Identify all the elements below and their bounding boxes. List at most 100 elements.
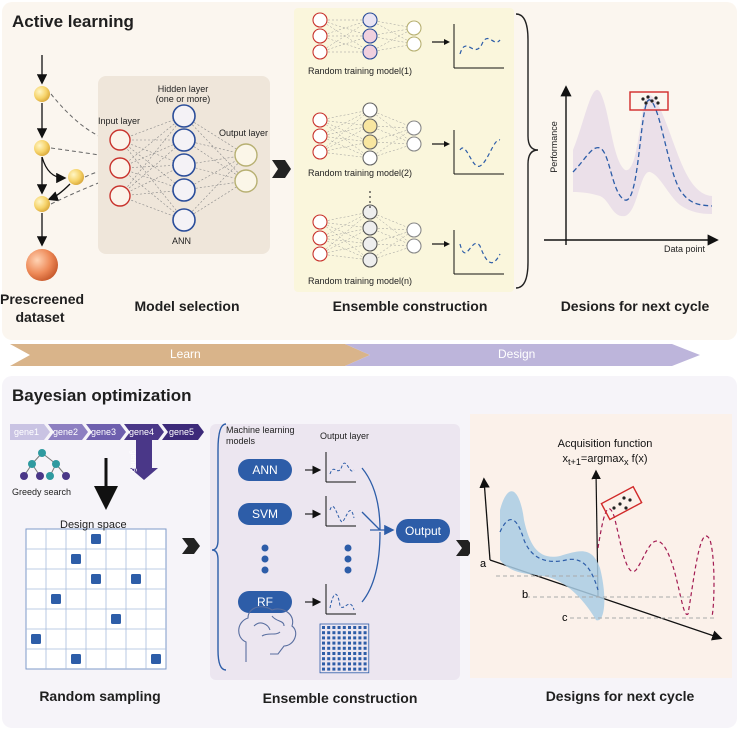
acquisition-curve bbox=[597, 508, 715, 617]
axis-b-label: b bbox=[522, 589, 529, 601]
axis-c-label: c bbox=[562, 612, 568, 624]
output-pill bbox=[396, 519, 450, 543]
sampled-point bbox=[31, 634, 41, 644]
gene2-label: gene2 bbox=[53, 427, 79, 437]
dataset-final-node bbox=[26, 249, 58, 281]
performance-axis-label: Performance bbox=[549, 121, 559, 173]
ml-output-layer-label: Output layer bbox=[320, 431, 370, 441]
bayes-ensemble-caption: Ensemble construction bbox=[262, 690, 418, 706]
ensemble-input-neuron bbox=[312, 214, 328, 230]
hidden-neuron bbox=[172, 153, 196, 177]
data-point-axis-label: Data point bbox=[664, 244, 706, 254]
active-learning-graphics bbox=[26, 8, 719, 292]
acq-selected-region bbox=[600, 485, 643, 521]
ensemble-output-neuron bbox=[406, 238, 422, 254]
sampled-point bbox=[71, 554, 81, 564]
decisions-caption: Desions for next cycle bbox=[560, 298, 710, 314]
ensemble-networks bbox=[312, 12, 504, 275]
rf-model-pill bbox=[238, 591, 292, 613]
flow-chevron-2 bbox=[182, 538, 200, 554]
ann-output-plot bbox=[325, 452, 356, 483]
svm-model-label: SVM bbox=[251, 507, 278, 521]
input-neuron bbox=[109, 157, 131, 179]
hidden-neuron bbox=[172, 128, 196, 152]
gene-chain bbox=[10, 424, 204, 480]
ensemble-input-neuron bbox=[312, 12, 328, 28]
output-neuron bbox=[234, 143, 258, 167]
ensemble-hidden-neuron bbox=[362, 204, 378, 220]
ensemble-construction-caption: Ensemble construction bbox=[332, 298, 488, 314]
gene4-label: gene4 bbox=[129, 427, 155, 437]
ensemble-hidden-neuron bbox=[362, 118, 378, 134]
ensemble-hidden-neuron bbox=[362, 102, 378, 118]
rf-output-plot bbox=[325, 584, 356, 615]
ensemble-hidden-neuron bbox=[362, 134, 378, 150]
flow-chevron-3 bbox=[456, 540, 474, 556]
ensemble-output-neuron bbox=[406, 36, 422, 52]
ensemble-hidden-neuron bbox=[362, 252, 378, 268]
hidden-neuron bbox=[172, 208, 196, 232]
learn-design-banner bbox=[10, 344, 700, 366]
bayesian-graphics bbox=[10, 414, 732, 680]
acquisition-formula: xt+1=argmaxx f(x) bbox=[562, 453, 648, 468]
input-layer-label: Input layer bbox=[98, 116, 141, 126]
ensemble-input-neuron bbox=[312, 128, 328, 144]
prescreened-dataset-caption: Prescreened dataset bbox=[0, 291, 85, 325]
input-neuron bbox=[109, 129, 131, 151]
ml-models-label: Machine learning models bbox=[226, 425, 295, 446]
dataset-node bbox=[68, 169, 84, 185]
ensemble-input-neuron bbox=[312, 246, 328, 262]
gene1-label: gene1 bbox=[14, 427, 40, 437]
sampled-point bbox=[71, 654, 81, 664]
gene6-label: gene6 bbox=[129, 450, 138, 473]
hidden-neuron bbox=[172, 178, 196, 202]
ensemble-output-neuron bbox=[406, 20, 422, 36]
greedy-search-label: Greedy search bbox=[12, 487, 72, 497]
ensemble-hidden-neuron bbox=[362, 28, 378, 44]
design-space-label: Design space bbox=[60, 519, 127, 531]
hidden-layer-label: Hidden layer (one or more) bbox=[155, 84, 211, 104]
gene6-down-arrow bbox=[130, 440, 158, 480]
performance-axis-label-wrap: Performance bbox=[548, 108, 562, 188]
ann-network bbox=[109, 104, 258, 232]
ensemble-input-neuron bbox=[312, 230, 328, 246]
svm-model-pill bbox=[238, 503, 292, 525]
gene5-label: gene5 bbox=[169, 427, 195, 437]
ensemble-input-neuron bbox=[312, 44, 328, 60]
dataset-node bbox=[34, 196, 50, 212]
ensemble-output-neuron bbox=[406, 136, 422, 152]
sampled-point bbox=[91, 574, 101, 584]
design-label: Design bbox=[498, 347, 536, 361]
ann-label: ANN bbox=[172, 236, 192, 246]
output-layer-label: Output layer bbox=[219, 128, 269, 138]
brain-icon bbox=[238, 606, 297, 662]
ensemble-model-2-label: Random training model(2) bbox=[308, 168, 413, 178]
dataset-node bbox=[34, 140, 50, 156]
design-space-grid bbox=[25, 528, 167, 670]
dataset-node bbox=[34, 86, 50, 102]
ml-brace bbox=[211, 423, 227, 671]
sampled-point bbox=[151, 654, 161, 664]
sampled-point bbox=[111, 614, 121, 624]
ensemble-box bbox=[294, 8, 514, 292]
acquisition-3d-plot bbox=[479, 469, 723, 641]
rf-model-label: RF bbox=[257, 595, 273, 609]
mean-curve bbox=[572, 99, 713, 207]
ensemble-brace bbox=[515, 13, 539, 289]
uncertainty-band bbox=[500, 491, 605, 621]
confidence-band bbox=[573, 89, 712, 217]
sampled-point bbox=[131, 574, 141, 584]
flow-chevron bbox=[272, 160, 291, 178]
random-sampling-caption: Random sampling bbox=[39, 688, 161, 704]
selected-region bbox=[629, 91, 669, 111]
designs-caption: Designs for next cycle bbox=[545, 688, 695, 704]
ensemble-hidden-neuron bbox=[362, 236, 378, 252]
gene3-label: gene3 bbox=[91, 427, 117, 437]
ensemble-model-1-label: Random training model(1) bbox=[308, 66, 413, 76]
ensemble-hidden-neuron bbox=[362, 12, 378, 28]
bayesian-title: Bayesian optimization bbox=[12, 386, 192, 405]
ensemble-hidden-neuron bbox=[362, 44, 378, 60]
ensemble-hidden-neuron bbox=[362, 220, 378, 236]
ensemble-input-neuron bbox=[312, 144, 328, 160]
matrix-icon bbox=[319, 623, 370, 674]
